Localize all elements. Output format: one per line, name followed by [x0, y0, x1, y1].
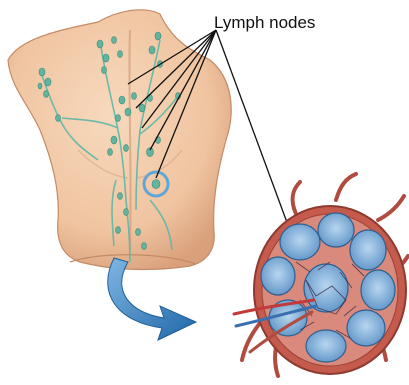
- lymph-node-cross-section: [234, 174, 408, 376]
- lymph-nodes-label: Lymph nodes: [214, 13, 315, 33]
- magnify-arrow: [108, 258, 196, 340]
- selected-node: [152, 180, 160, 189]
